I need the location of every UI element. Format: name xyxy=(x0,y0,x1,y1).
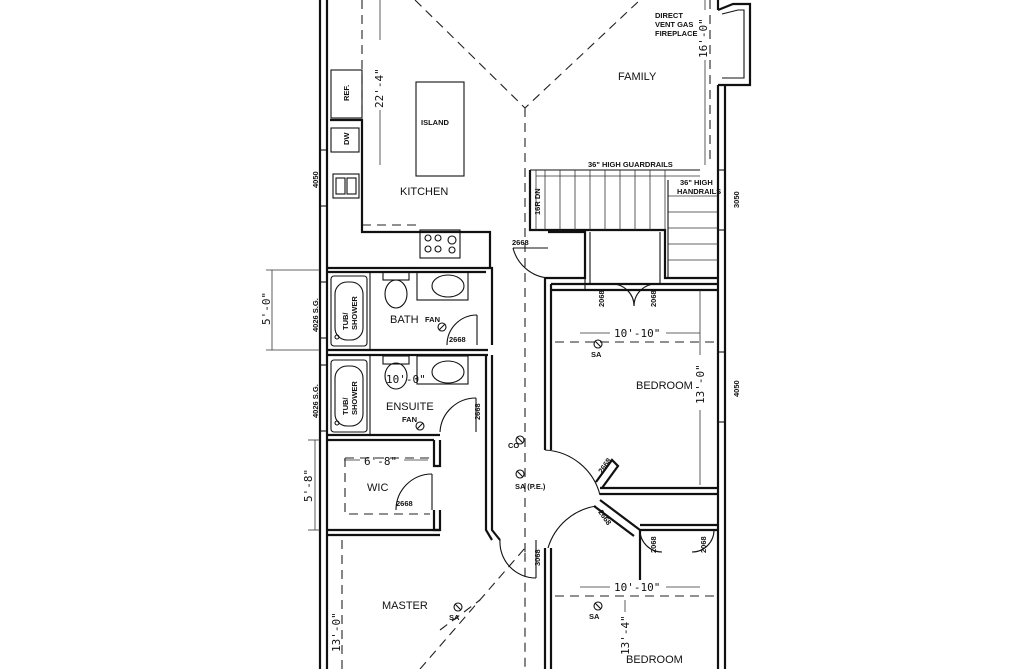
dim-bedroom1-depth: 13'-0" xyxy=(694,364,707,404)
label-tub-bath-1: TUB/ xyxy=(341,312,350,330)
ensuite-walls xyxy=(327,355,501,541)
kitchen-island xyxy=(415,81,465,177)
label-ensuite: ENSUITE xyxy=(386,401,434,413)
dim-bedroom2-depth: 13'-4" xyxy=(619,615,632,655)
label-co-hall: CO xyxy=(508,441,519,450)
dimension-lines xyxy=(266,0,706,612)
label-fireplace-2: VENT GAS xyxy=(655,20,693,29)
label-sa-hall: SA (P.E.) xyxy=(515,482,546,491)
door-ensuite: 2668 xyxy=(473,403,482,420)
label-wic: WIC xyxy=(367,482,388,494)
window-bath: 4026 S.G. xyxy=(311,298,320,332)
window-bedroom1: 4050 xyxy=(732,380,741,397)
window-family: 3050 xyxy=(732,191,741,208)
dim-kitchen-depth: 22'-4" xyxy=(373,68,386,108)
window-ensuite: 4026 S.G. xyxy=(311,384,320,418)
bedroom2-walls xyxy=(499,499,718,669)
dim-family-depth: 16'-0" xyxy=(697,18,710,58)
fireplace xyxy=(717,2,752,87)
label-dw: DW xyxy=(342,132,351,145)
label-fan-ensuite: FAN xyxy=(402,415,417,424)
label-guardrails: 36" HIGH GUARDRAILS xyxy=(588,160,673,169)
door-master: 3068 xyxy=(533,549,542,566)
label-island: ISLAND xyxy=(421,118,450,127)
label-stair: 16R DN xyxy=(533,188,542,215)
ceiling-lines xyxy=(341,0,718,669)
label-fireplace-1: DIRECT xyxy=(655,11,683,20)
label-ref: REF. xyxy=(342,85,351,101)
staircase xyxy=(528,169,718,280)
label-sa-master: SA xyxy=(449,613,460,622)
sensor-symbols xyxy=(453,339,603,612)
window-marks xyxy=(319,149,726,432)
dim-bedroom2-width: 10'-10" xyxy=(614,581,660,594)
label-bedroom-1: BEDROOM xyxy=(636,380,693,392)
door-stair-landing: 2668 xyxy=(512,238,529,247)
label-handrails-2: HANDRAILS xyxy=(677,187,721,196)
label-sa-bedroom1: SA xyxy=(591,350,602,359)
door-closet1-right: 2068 xyxy=(649,290,658,307)
label-tub-bath-2: SHOWER xyxy=(350,296,359,330)
dim-bedroom1-width: 10'-10" xyxy=(614,327,660,340)
door-closet1-left: 2068 xyxy=(597,290,606,307)
label-family: FAMILY xyxy=(618,71,657,83)
kitchen-cabinets xyxy=(330,69,492,268)
bath-walls xyxy=(327,266,494,357)
door-bedroom1: 2668 xyxy=(596,456,613,475)
door-closet2-right: 2068 xyxy=(699,536,708,553)
label-fireplace-3: FIREPLACE xyxy=(655,29,698,38)
label-master: MASTER xyxy=(382,600,428,612)
label-tub-ensuite-2: SHOWER xyxy=(350,381,359,415)
label-sa-bedroom2: SA xyxy=(589,612,600,621)
label-kitchen: KITCHEN xyxy=(400,186,448,198)
dim-wic-left: 5'-8" xyxy=(302,469,315,502)
bedroom1-walls xyxy=(543,232,718,496)
label-tub-ensuite-1: TUB/ xyxy=(341,397,350,415)
wic-walls xyxy=(327,440,442,537)
door-bath: 2668 xyxy=(449,335,466,344)
door-bedroom2: 2668 xyxy=(596,508,613,527)
label-handrails-1: 36" HIGH xyxy=(680,178,713,187)
door-closet2-left: 2068 xyxy=(649,536,658,553)
dim-wic-width: 6'-8" xyxy=(364,455,397,468)
door-wic: 2668 xyxy=(396,499,413,508)
label-bedroom-2: BEDROOM xyxy=(626,654,683,666)
dim-master-depth: 13'-0" xyxy=(330,612,343,652)
dim-ensuite-width: 10'-0" xyxy=(386,373,426,386)
dim-bath-left: 5'-0" xyxy=(260,292,273,325)
label-fan-bath: FAN xyxy=(425,315,440,324)
window-kitchen: 4050 xyxy=(311,171,320,188)
label-bath: BATH xyxy=(390,314,419,326)
